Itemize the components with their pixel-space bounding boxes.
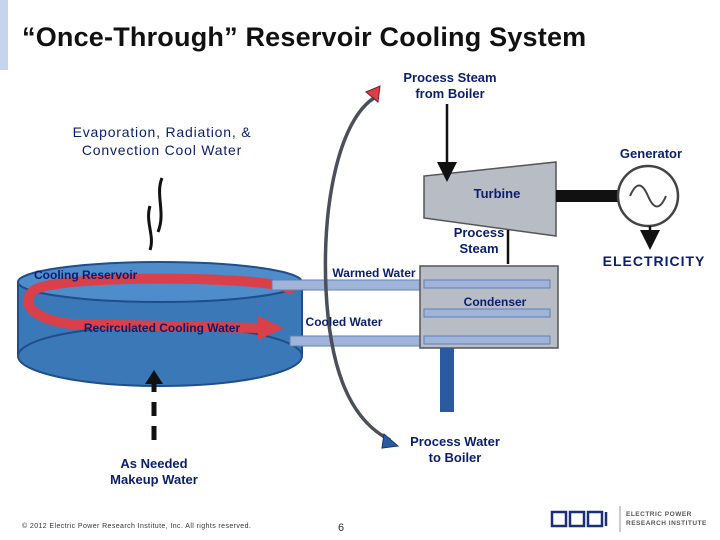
label-evaporation: Evaporation, Radiation, & Convection Coo… bbox=[32, 123, 292, 159]
logo-line1: ELECTRIC POWER bbox=[626, 511, 692, 518]
label-electricity: ELECTRICITY bbox=[602, 253, 706, 269]
label-process-steam-line2: Steam bbox=[459, 241, 499, 256]
label-makeup-water-line1: As Needed bbox=[120, 456, 188, 471]
logo-line2: RESEARCH INSTITUTE bbox=[626, 520, 707, 527]
water-cycle-loop bbox=[323, 96, 391, 442]
label-makeup-water: As Needed Makeup Water bbox=[96, 456, 212, 488]
label-process-water-line1: Process Water bbox=[410, 434, 500, 449]
slide-title: “Once-Through” Reservoir Cooling System bbox=[22, 22, 587, 52]
copyright-notice: © 2012 Electric Power Research Institute… bbox=[22, 523, 252, 530]
vapor-wisps bbox=[147, 177, 164, 251]
label-makeup-water-line2: Makeup Water bbox=[110, 472, 198, 487]
page-number: 6 bbox=[338, 522, 345, 534]
label-process-steam-line1: Process bbox=[453, 225, 505, 240]
label-condenser: Condenser bbox=[463, 295, 527, 309]
label-cooled-water: Cooled Water bbox=[305, 315, 383, 329]
label-cooling-reservoir: Cooling Reservoir bbox=[34, 268, 138, 282]
label-process-steam-from-boiler: Process Steam from Boiler bbox=[390, 70, 510, 102]
warmed-water-pipe bbox=[271, 279, 423, 291]
turbine-shaft bbox=[556, 190, 626, 202]
label-process-steam-from-boiler-line2: from Boiler bbox=[415, 86, 485, 101]
label-evaporation-line2: Convection Cool Water bbox=[81, 142, 243, 158]
epri-logo-mark bbox=[550, 510, 608, 528]
label-turbine: Turbine bbox=[473, 186, 521, 201]
title-accent-bar bbox=[0, 0, 8, 70]
label-process-water-line2: to Boiler bbox=[428, 450, 482, 465]
label-recirculated-cooling-water: Recirculated Cooling Water bbox=[83, 321, 241, 335]
cooling-reservoir bbox=[17, 261, 303, 387]
label-warmed-water: Warmed Water bbox=[332, 266, 416, 280]
label-generator: Generator bbox=[619, 146, 683, 161]
label-process-steam-from-boiler-line1: Process Steam bbox=[403, 70, 497, 85]
label-evaporation-line1: Evaporation, Radiation, & bbox=[72, 124, 252, 140]
cooled-water-pipe bbox=[289, 335, 425, 347]
condensate-pipe bbox=[440, 348, 454, 412]
turbine-body bbox=[423, 161, 557, 237]
label-process-steam: Process Steam bbox=[444, 225, 514, 257]
label-process-water-to-boiler: Process Water to Boiler bbox=[398, 434, 512, 466]
epri-logo-text: ELECTRIC POWER RESEARCH INSTITUTE bbox=[626, 510, 707, 528]
condenser bbox=[419, 265, 559, 349]
